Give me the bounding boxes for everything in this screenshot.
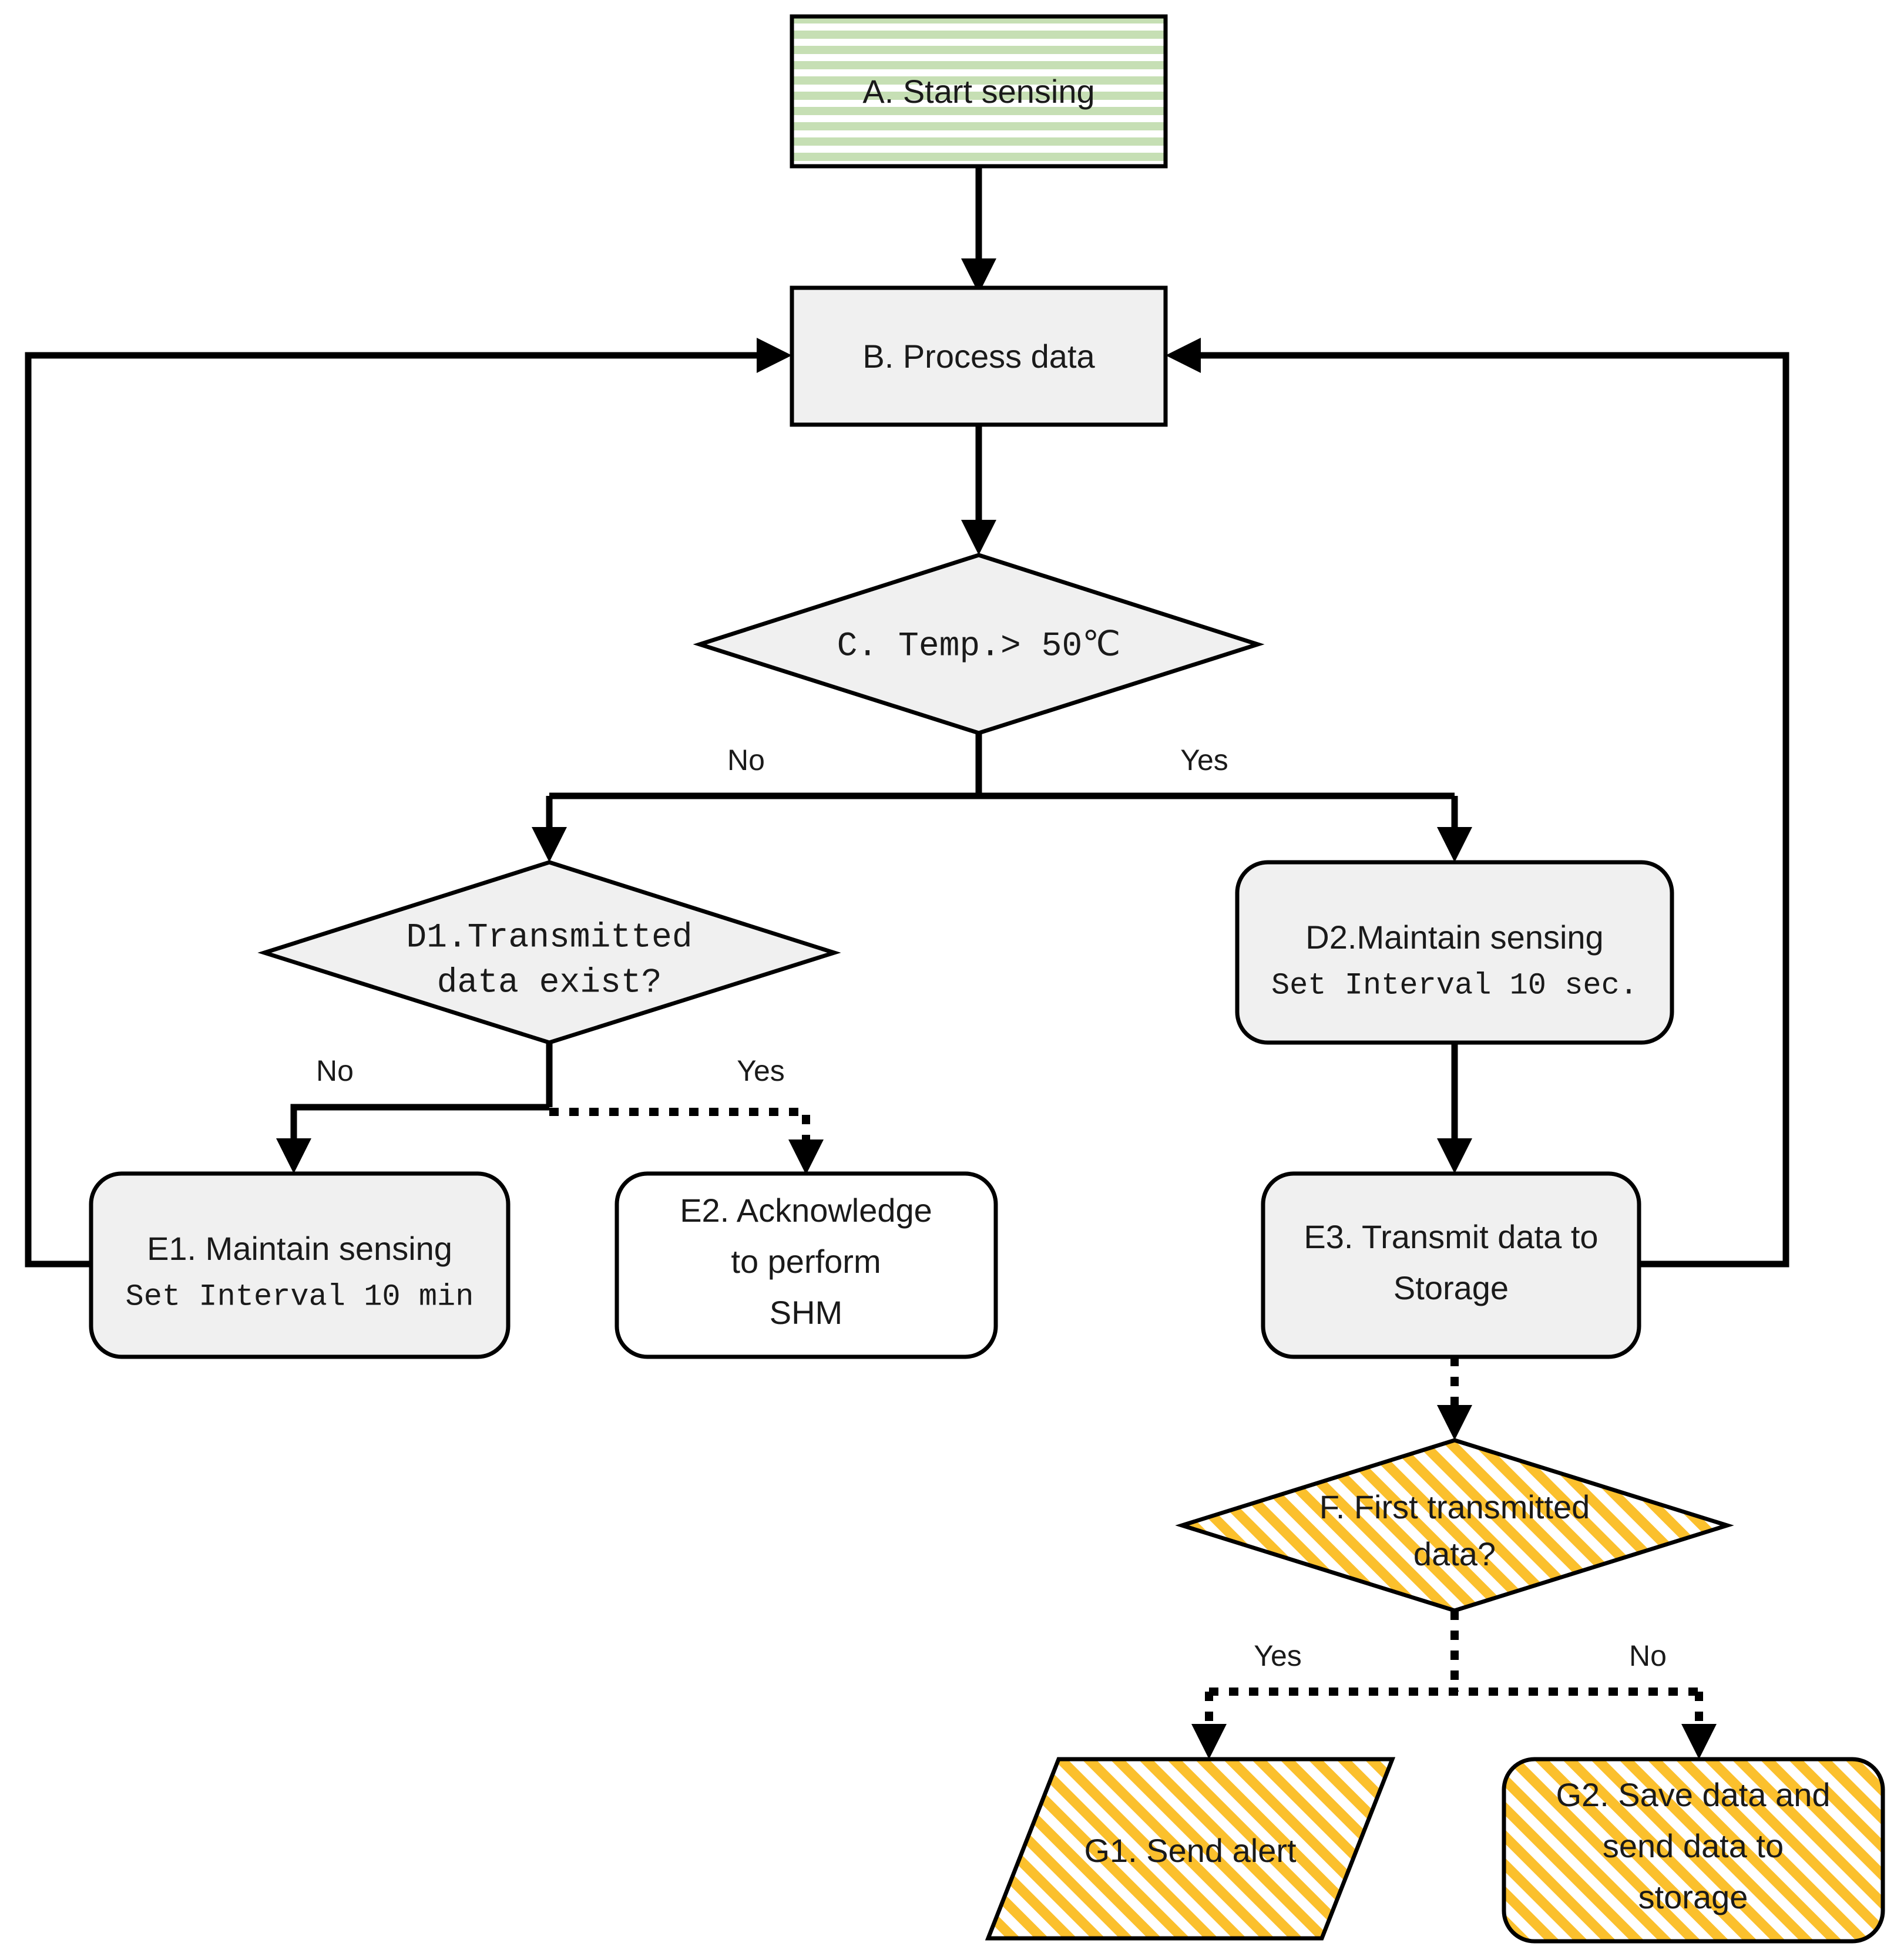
edge-d1-yes-to-e2 — [549, 1108, 810, 1148]
node-g1-label: G1. Send alert — [1084, 1832, 1297, 1869]
node-a-label: A. Start sensing — [862, 73, 1094, 110]
node-d2-label-line2: Set Interval 10 sec. — [1271, 969, 1638, 1003]
node-g2-shape — [1502, 1757, 1885, 1944]
node-e2-label-line2: to perform — [731, 1243, 881, 1280]
edge-label-c-yes: Yes — [1180, 744, 1228, 777]
node-d1-label-line2: data exist? — [437, 964, 662, 1002]
node-a-start-sensing[interactable]: A. Start sensing — [790, 14, 1168, 169]
node-d2-label-line1: D2.Maintain sensing — [1305, 919, 1603, 956]
arrowhead-f-no-to-g2 — [1681, 1724, 1717, 1759]
node-g1-send-alert[interactable]: G1. Send alert — [985, 1757, 1396, 1941]
arrowhead-e1-to-b-loop — [757, 338, 792, 373]
node-d1-shape — [257, 860, 841, 1045]
edge-label-f-yes: Yes — [1254, 1639, 1302, 1672]
node-g2-label-line2: send data to — [1603, 1827, 1784, 1864]
node-e2-acknowledge-shm[interactable]: E2. Acknowledge to perform SHM — [614, 1171, 998, 1359]
node-e2-shape — [614, 1171, 998, 1359]
edge-d1-no-to-e1 — [290, 1104, 549, 1145]
arrowhead-b-to-c — [961, 520, 996, 555]
edge-label-f-no: No — [1629, 1639, 1667, 1672]
arrowhead-a-to-b — [961, 258, 996, 294]
edge-e3-to-b-loop — [1194, 352, 1789, 1268]
edge-label-c-no: No — [727, 744, 765, 777]
node-b-label: B. Process data — [862, 338, 1095, 375]
node-g2-save-and-send[interactable]: G2. Save data and send data to storage — [1502, 1757, 1885, 1944]
arrowhead-e3-to-b-loop — [1166, 338, 1201, 373]
node-d1-transmitted-data-decision[interactable]: D1.Transmitted data exist? — [257, 860, 841, 1045]
node-e3-transmit-data[interactable]: E3. Transmit data to Storage — [1261, 1171, 1641, 1359]
node-g1-shape — [985, 1757, 1396, 1941]
node-b-process-data[interactable]: B. Process data — [790, 285, 1168, 427]
node-e2-label-line1: E2. Acknowledge — [680, 1192, 932, 1229]
node-e1-label-line1: E1. Maintain sensing — [147, 1230, 452, 1267]
arrowhead-d1-no-to-e1 — [276, 1138, 311, 1174]
node-d2-shape — [1235, 860, 1674, 1045]
node-c-shape — [693, 553, 1265, 735]
arrowhead-d2-to-e3 — [1437, 1138, 1472, 1174]
node-f-shape — [1175, 1438, 1734, 1613]
edge-label-d1-no: No — [316, 1054, 354, 1087]
node-e1-label-line2: Set Interval 10 min — [126, 1280, 474, 1315]
node-b-shape — [790, 285, 1168, 427]
node-e3-shape — [1261, 1171, 1641, 1359]
node-f-label-line1: F. First transmitted — [1319, 1488, 1590, 1525]
arrowhead-c-yes-to-d2 — [1437, 827, 1472, 862]
node-g2-label-line3: storage — [1638, 1878, 1748, 1915]
node-c-temp-decision[interactable]: C. Temp.> 50℃ — [693, 553, 1265, 735]
edge-e1-to-b-loop — [25, 352, 764, 1268]
node-d1-label-line1: D1.Transmitted — [406, 919, 692, 957]
arrowhead-e3-to-f — [1437, 1405, 1472, 1440]
node-f-first-transmitted-decision[interactable]: F. First transmitted data? — [1175, 1438, 1734, 1613]
arrowhead-c-no-to-d1 — [532, 827, 567, 862]
node-d2-maintain-sensing[interactable]: D2.Maintain sensing Set Interval 10 sec. — [1235, 860, 1674, 1045]
node-e2-label-line3: SHM — [770, 1294, 842, 1331]
node-e3-label-line1: E3. Transmit data to — [1304, 1218, 1598, 1255]
node-e3-label-line2: Storage — [1393, 1269, 1509, 1306]
node-e1-maintain-sensing[interactable]: E1. Maintain sensing Set Interval 10 min — [89, 1171, 511, 1359]
node-c-label: C. Temp.> 50℃ — [837, 627, 1121, 665]
node-g2-label-line1: G2. Save data and — [1556, 1776, 1830, 1813]
node-a-shape — [790, 14, 1168, 169]
edge-label-d1-yes: Yes — [737, 1054, 785, 1087]
node-e1-shape — [89, 1171, 511, 1359]
arrowhead-d1-yes-to-e2 — [788, 1139, 824, 1175]
arrowhead-f-yes-to-g1 — [1191, 1724, 1227, 1759]
node-f-label-line2: data? — [1413, 1535, 1496, 1572]
